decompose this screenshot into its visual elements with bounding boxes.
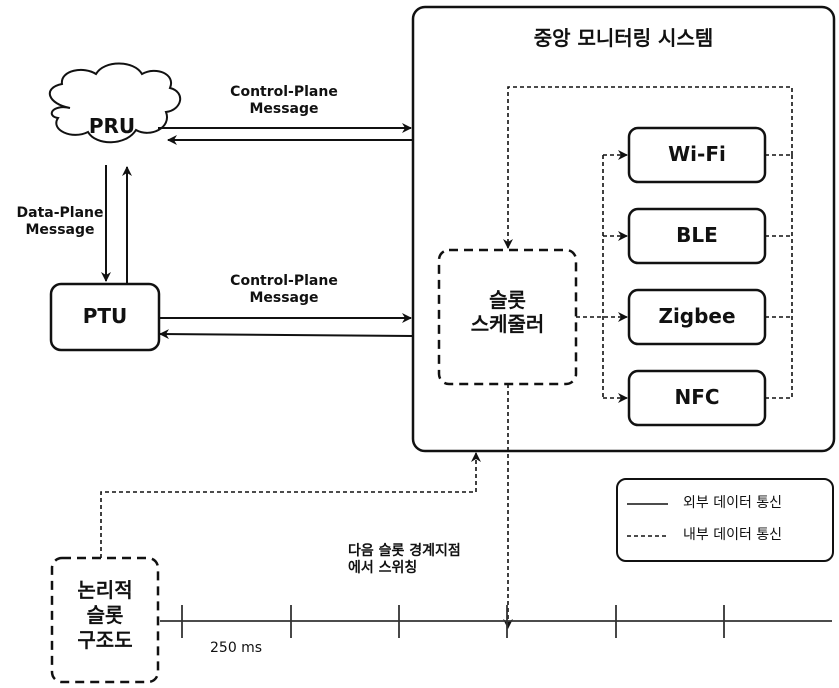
slot-scheduler-label: 슬롯 스케줄러 — [439, 288, 576, 336]
structure-label-line2: 슬롯 — [86, 603, 124, 627]
interval-label: 250 ms — [210, 640, 263, 656]
control-plane-text: Control-Plane — [230, 273, 338, 289]
switch-note-line2: 에서 스위칭 — [348, 559, 418, 576]
ptu-control-plane-label: Control-Plane Message — [200, 273, 368, 307]
pru-label: PRU — [88, 114, 136, 138]
scheduler-label-line2: 스케줄러 — [470, 312, 545, 336]
logical-slot-structure-box — [50, 556, 160, 684]
switch-note-line1: 다음 슬롯 경계지점 — [348, 543, 461, 559]
legend-external-label: 외부 데이터 통신 — [683, 495, 783, 511]
slot-structure-to-system-line — [100, 452, 481, 558]
structure-label-line3: 구조도 — [77, 628, 133, 652]
radio-label-zigbee: Zigbee — [658, 304, 736, 328]
logical-slot-structure-label: 논리적 슬롯 구조도 — [52, 578, 158, 653]
central-monitoring-system-box — [411, 5, 836, 453]
message-text: Message — [249, 289, 319, 306]
data-plane-label: Data-Plane Message — [10, 205, 110, 239]
pru-control-plane-label: Control-Plane Message — [200, 84, 368, 118]
scheduler-label-line1: 슬롯 — [489, 288, 526, 312]
structure-label-line1: 논리적 — [77, 578, 133, 602]
data-plane-text: Data-Plane — [16, 205, 104, 221]
control-plane-text: Control-Plane — [230, 84, 338, 100]
feedback-loop-line — [503, 86, 793, 249]
message-text: Message — [25, 221, 95, 238]
legend-internal-label: 내부 데이터 통신 — [683, 527, 783, 543]
radio-label-nfc: NFC — [674, 385, 720, 409]
system-to-ptu-arrow — [159, 329, 414, 340]
ptu-label: PTU — [82, 304, 128, 328]
radio-label-wifi: Wi-Fi — [668, 142, 726, 166]
radio-label-ble: BLE — [676, 223, 718, 247]
pru-cloud-shape — [48, 62, 181, 144]
message-text: Message — [249, 100, 319, 117]
legend-box — [616, 478, 834, 562]
system-title: 중앙 모니터링 시스템 — [533, 26, 714, 50]
switch-note: 다음 슬롯 경계지점 에서 스위칭 — [348, 543, 461, 577]
